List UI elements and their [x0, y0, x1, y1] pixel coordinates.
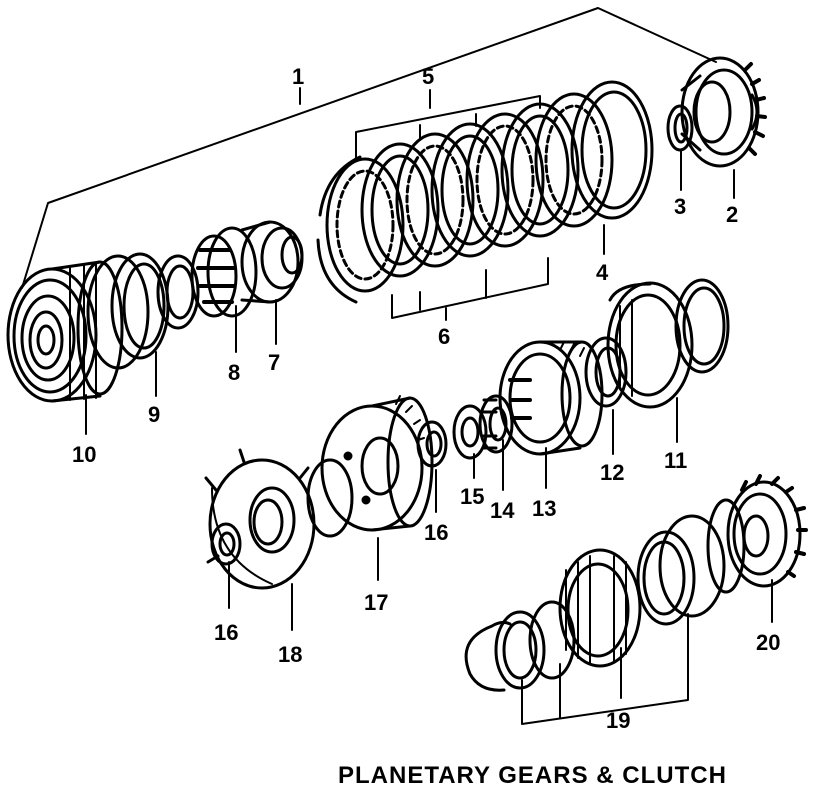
- callout-3: 3: [674, 194, 686, 219]
- callout-20: 20: [756, 630, 780, 655]
- hub-part-7: [240, 220, 304, 304]
- clutch-drum-part-10: [6, 260, 124, 403]
- thrust-washers-part-9: [86, 252, 200, 370]
- sun-gear-part-14: [478, 394, 514, 454]
- callout-12: 12: [600, 460, 624, 485]
- callout-10: 10: [72, 442, 96, 467]
- callout-6: 6: [438, 324, 450, 349]
- callout-7: 7: [268, 350, 280, 375]
- drum-part-20: [706, 474, 808, 594]
- gear-part-15: [452, 404, 488, 460]
- washer-part-16-lower: [210, 522, 242, 566]
- callout-16-lower: 16: [214, 620, 238, 645]
- callout-19: 19: [606, 708, 630, 733]
- callout-11: 11: [664, 448, 687, 473]
- reaction-carrier-part-18: [204, 448, 316, 590]
- callout-labels: 1 2 3 4 5 6 7 8 9 10 11 12 13 14 15 16 1…: [72, 64, 780, 733]
- callout-1: 1: [292, 64, 304, 89]
- clutch-plate-stack: [316, 80, 654, 304]
- diagram-title: PLANETARY GEARS & CLUTCH: [338, 762, 727, 789]
- callout-17: 17: [364, 590, 388, 615]
- ring-gear-part-11: [606, 278, 730, 409]
- callout-14: 14: [490, 498, 515, 523]
- sprag-part-8: [190, 226, 258, 318]
- callout-18: 18: [278, 642, 302, 667]
- callout-2: 2: [726, 202, 738, 227]
- snap-ring-part-3: [666, 104, 694, 152]
- callout-13: 13: [532, 496, 556, 521]
- clutch-pack-part-19: [464, 514, 726, 692]
- drum-part-2: [680, 56, 767, 168]
- callout-8: 8: [228, 360, 240, 385]
- callout-16-upper: 16: [424, 520, 448, 545]
- planetary-carrier-part-13: [498, 340, 604, 456]
- callout-4: 4: [596, 260, 609, 285]
- callout-9: 9: [148, 402, 160, 427]
- callout-5: 5: [422, 64, 434, 89]
- callout-15: 15: [460, 484, 484, 509]
- carrier-plate-part-17: [306, 395, 434, 538]
- washer-part-12: [584, 336, 628, 408]
- leader-lines: [21, 7, 773, 725]
